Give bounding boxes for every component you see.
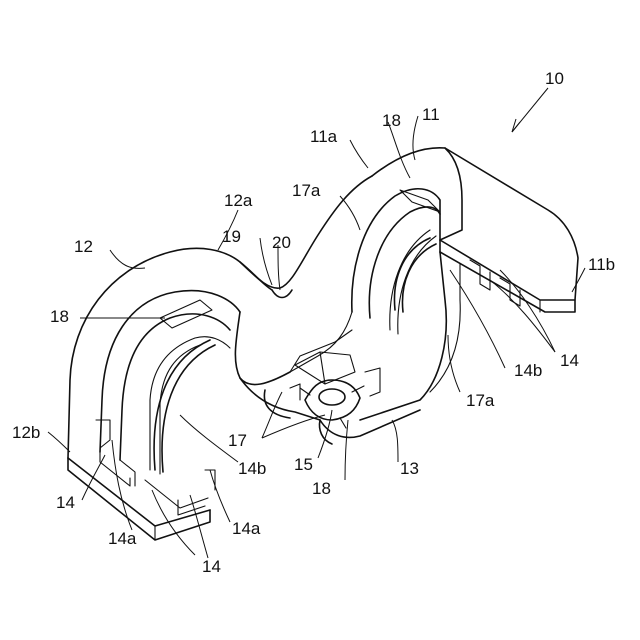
- right-arch-body: [352, 148, 578, 420]
- label-13: 13: [400, 459, 419, 478]
- label-11a: 11a: [310, 127, 338, 146]
- label-14b-left: 14b: [238, 459, 266, 478]
- label-17: 17: [228, 431, 247, 450]
- label-10: 10: [545, 69, 564, 88]
- hole-15: [319, 389, 345, 405]
- saddle-bridge: [235, 176, 372, 385]
- label-11b: 11b: [588, 255, 615, 274]
- label-14-right: 14: [560, 351, 579, 370]
- label-18-bottom: 18: [312, 479, 331, 498]
- label-18-left: 18: [50, 307, 69, 326]
- label-12: 12: [74, 237, 93, 256]
- label-17a-top: 17a: [292, 181, 321, 200]
- label-14-left: 14: [56, 493, 75, 512]
- label-14b-right: 14b: [514, 361, 542, 380]
- label-12b: 12b: [12, 423, 40, 442]
- reference-labels: 10 11 18 11a 17a 12a 19 20 12 11b 18 12b…: [12, 69, 615, 576]
- label-20: 20: [272, 233, 291, 252]
- base-block: [240, 352, 420, 444]
- label-12a: 12a: [224, 191, 253, 210]
- label-14-bottom: 14: [202, 557, 221, 576]
- label-19: 19: [222, 227, 241, 246]
- label-18-top: 18: [382, 111, 401, 130]
- label-17a-right: 17a: [466, 391, 495, 410]
- left-arch-body: [68, 248, 272, 540]
- label-14a-right: 14a: [232, 519, 261, 538]
- label-11: 11: [422, 105, 440, 124]
- label-15: 15: [294, 455, 313, 474]
- label-14a-left: 14a: [108, 529, 137, 548]
